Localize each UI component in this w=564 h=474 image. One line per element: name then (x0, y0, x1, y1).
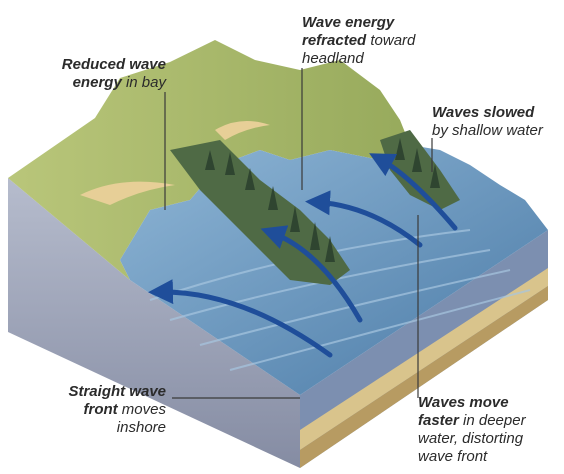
label-waves-faster: Waves move faster in deeper water, disto… (418, 394, 526, 465)
label-waves-slowed: Waves slowed by shallow water (432, 104, 543, 139)
leader-lines (164, 68, 433, 399)
arrow-headland-right (305, 190, 423, 248)
inner-beach (215, 121, 270, 140)
wave-energy-arrows (148, 153, 458, 358)
label-reduced-energy: Reduced wave energy in bay (61, 56, 166, 91)
label-straight-front: Straight wave front moves inshore (68, 383, 166, 436)
forest-trees (205, 138, 440, 262)
wave-ridges (149, 229, 531, 371)
cliff-left-face (8, 178, 300, 468)
arrow-shallow (369, 153, 458, 231)
label-wave-refracted: Wave energy refracted toward headland (302, 14, 416, 67)
headland-ridge (170, 140, 350, 285)
arrow-headland-left (260, 225, 363, 323)
bay-beach (80, 181, 175, 205)
sediment-layer (300, 268, 548, 450)
arrow-bay (148, 279, 333, 358)
sediment-layer-lower (300, 286, 548, 468)
